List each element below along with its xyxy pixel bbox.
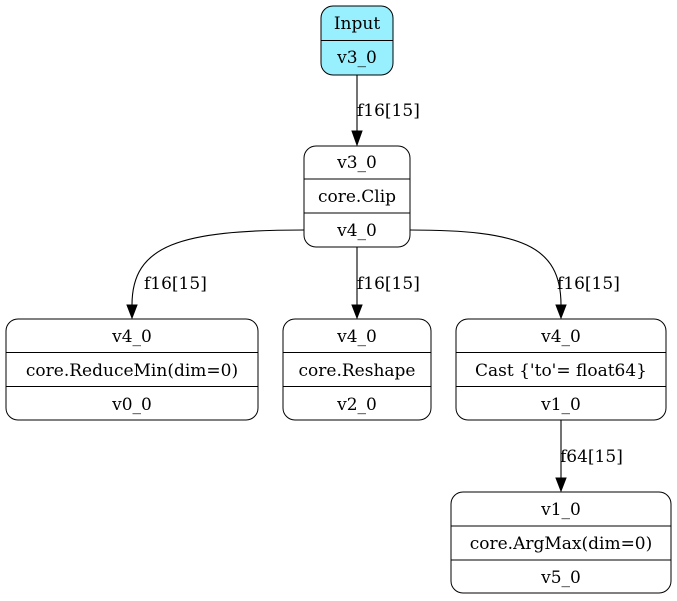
- edge-label-clip-cast: f16[15]: [557, 274, 620, 294]
- reducemin-node-op: core.ReduceMin(dim=0): [26, 361, 238, 381]
- edge-label-cast-argmax: f64[15]: [560, 447, 623, 467]
- cast-node-op: Cast {'to'= float64}: [475, 361, 647, 381]
- reshape-node-input: v4_0: [336, 327, 377, 347]
- reshape-node[interactable]: v4_0 core.Reshape v2_0: [282, 318, 432, 421]
- input-node[interactable]: Input v3_0: [320, 5, 394, 76]
- argmax-node[interactable]: v1_0 core.ArgMax(dim=0) v5_0: [450, 491, 672, 594]
- edge-clip-reshape: f16[15]: [351, 247, 420, 320]
- edge-label-clip-reducemin: f16[15]: [144, 274, 207, 294]
- cast-node-input: v4_0: [540, 327, 581, 347]
- edge-cast-argmax: f64[15]: [555, 420, 623, 493]
- clip-node-output: v4_0: [336, 221, 377, 241]
- reshape-node-op: core.Reshape: [299, 361, 416, 381]
- clip-node-input: v3_0: [336, 153, 377, 173]
- edge-label-clip-reshape: f16[15]: [357, 274, 420, 294]
- input-node-output: v3_0: [336, 48, 377, 68]
- reducemin-node-input: v4_0: [111, 327, 152, 347]
- cast-node-output: v1_0: [540, 395, 581, 415]
- edge-clip-reducemin: f16[15]: [126, 229, 305, 320]
- edge-label-input-clip: f16[15]: [357, 101, 420, 121]
- reshape-node-output: v2_0: [336, 395, 377, 415]
- reducemin-node[interactable]: v4_0 core.ReduceMin(dim=0) v0_0: [5, 318, 259, 421]
- clip-node-op: core.Clip: [318, 187, 396, 207]
- argmax-node-output: v5_0: [540, 568, 581, 588]
- argmax-node-input: v1_0: [540, 500, 581, 520]
- argmax-node-op: core.ArgMax(dim=0): [470, 534, 653, 554]
- edge-clip-cast: f16[15]: [409, 229, 620, 320]
- edge-input-clip: f16[15]: [351, 75, 420, 147]
- clip-node[interactable]: v3_0 core.Clip v4_0: [303, 145, 411, 248]
- input-node-title: Input: [334, 14, 380, 34]
- reducemin-node-output: v0_0: [111, 395, 152, 415]
- cast-node[interactable]: v4_0 Cast {'to'= float64} v1_0: [455, 318, 667, 421]
